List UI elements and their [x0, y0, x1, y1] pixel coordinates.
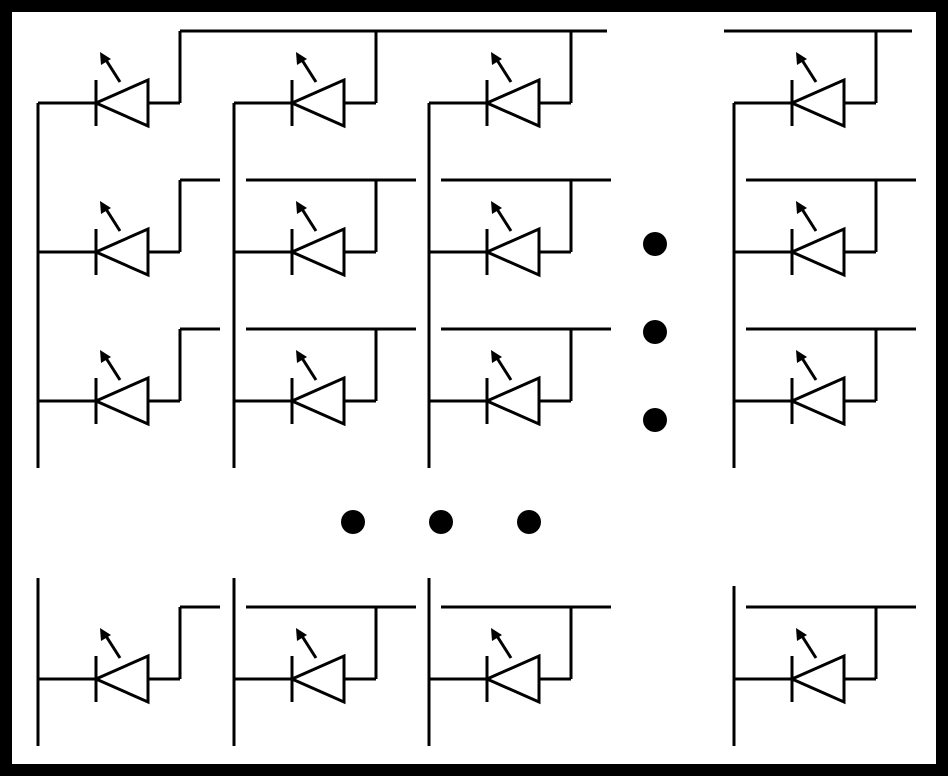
photodiode-cell: [734, 348, 876, 426]
photodiode-cell: [234, 626, 376, 704]
photodiode-cell: [38, 199, 180, 277]
photodiode-cell: [429, 348, 571, 426]
row-ellipsis-dot: [517, 510, 541, 534]
ellipsis-dots: [341, 232, 667, 534]
photodiode-cell: [38, 348, 180, 426]
column-ellipsis-dot: [643, 408, 667, 432]
column-ellipsis-dot: [643, 320, 667, 344]
photodiode-cell: [734, 199, 876, 277]
diagram-cells: [38, 50, 876, 704]
photodiode-cell: [429, 199, 571, 277]
column-ellipsis-dot: [643, 232, 667, 256]
photodiode-cell: [234, 199, 376, 277]
photodiode-cell: [429, 626, 571, 704]
row-ellipsis-dot: [429, 510, 453, 534]
photodiode-cell: [234, 50, 376, 128]
photodiode-cell: [734, 626, 876, 704]
row-ellipsis-dot: [341, 510, 365, 534]
photodiode-cell: [38, 626, 180, 704]
photodiode-cell: [734, 50, 876, 128]
diagram-background: [12, 12, 936, 764]
diagram-rails: [36, 29, 916, 746]
photodiode-cell: [38, 50, 180, 128]
photodiode-cell: [429, 50, 571, 128]
photodiode-cell: [234, 348, 376, 426]
